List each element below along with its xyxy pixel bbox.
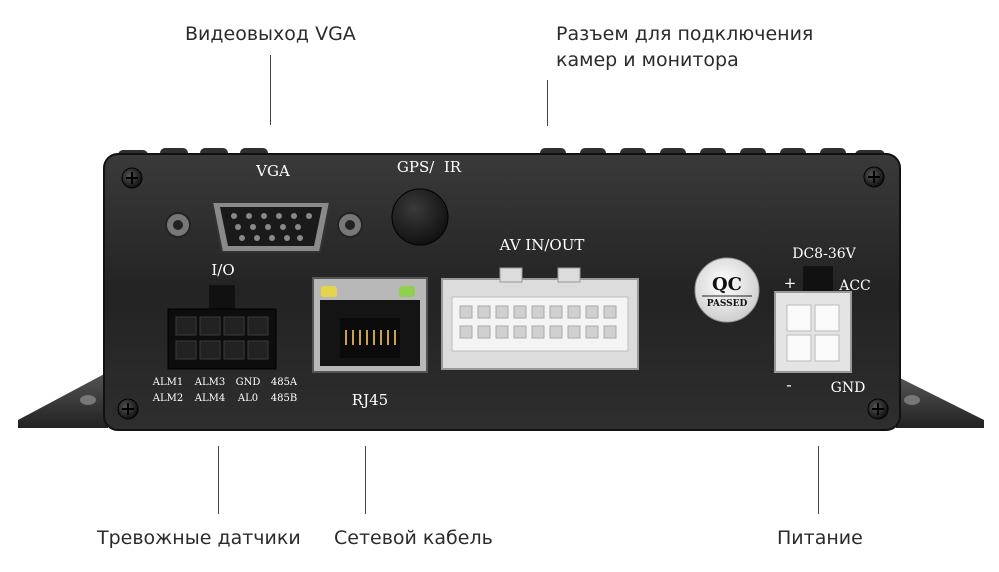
power-callout: Питание [777, 527, 863, 549]
acc-label: ACC [838, 278, 871, 294]
qc-label: QC [712, 274, 742, 295]
io-pin-alm4: ALM4 [194, 393, 225, 404]
io-pin-alm1: ALM1 [152, 377, 183, 388]
dc-range-label: DC8-36V [792, 246, 856, 262]
gps-ir-connector [391, 188, 449, 246]
network-leader-line [365, 446, 366, 514]
io-label: I/O [211, 261, 234, 279]
io-pin-alm2: ALM2 [152, 393, 183, 404]
alarm-sensors-leader-line [218, 446, 219, 514]
vga-output-callout: Видеовыход VGA [185, 23, 356, 45]
gps-ir-label: GPS/ IR [397, 158, 462, 176]
io-pin-485a: 485A [271, 377, 298, 388]
io-pin-gnd: GND [236, 377, 261, 388]
camera-connector-callout-line2: камер и монитора [556, 49, 739, 71]
qc-passed-label: PASSED [707, 299, 748, 309]
rj45-jack [312, 277, 428, 373]
io-connector [167, 285, 277, 370]
alarm-sensors-callout: Тревожные датчики [97, 527, 301, 549]
rj45-led-left [321, 286, 337, 297]
camera-connector-leader-line [547, 80, 548, 126]
rj45-led-right [399, 286, 415, 297]
network-cable-callout: Сетевой кабель [334, 527, 493, 549]
minus-label: - [786, 375, 791, 394]
vga-label: VGA [255, 162, 290, 180]
io-pin-al0: AL0 [237, 393, 258, 404]
io-pin-485b: 485B [271, 393, 297, 404]
gnd-label: GND [831, 380, 866, 396]
qc-passed-sticker [694, 257, 760, 323]
av-in-out-connector [441, 267, 639, 370]
power-connector [774, 266, 852, 373]
mounting-flange-left [18, 372, 108, 428]
plus-label: + [784, 274, 797, 292]
rj45-label: RJ45 [352, 391, 388, 409]
av-in-out-label: AV IN/OUT [499, 236, 585, 254]
corner-screws [117, 166, 889, 420]
io-pin-alm3: ALM3 [194, 377, 225, 388]
io-pin-labels: ALM1 ALM3 GND 485A ALM2 ALM4 AL0 485B [152, 377, 298, 404]
power-leader-line [818, 446, 819, 514]
mounting-flange-right [896, 376, 984, 428]
camera-connector-callout-line1: Разъем для подключения [556, 23, 814, 45]
vga-leader-line [270, 55, 271, 125]
vga-connector [165, 201, 363, 253]
